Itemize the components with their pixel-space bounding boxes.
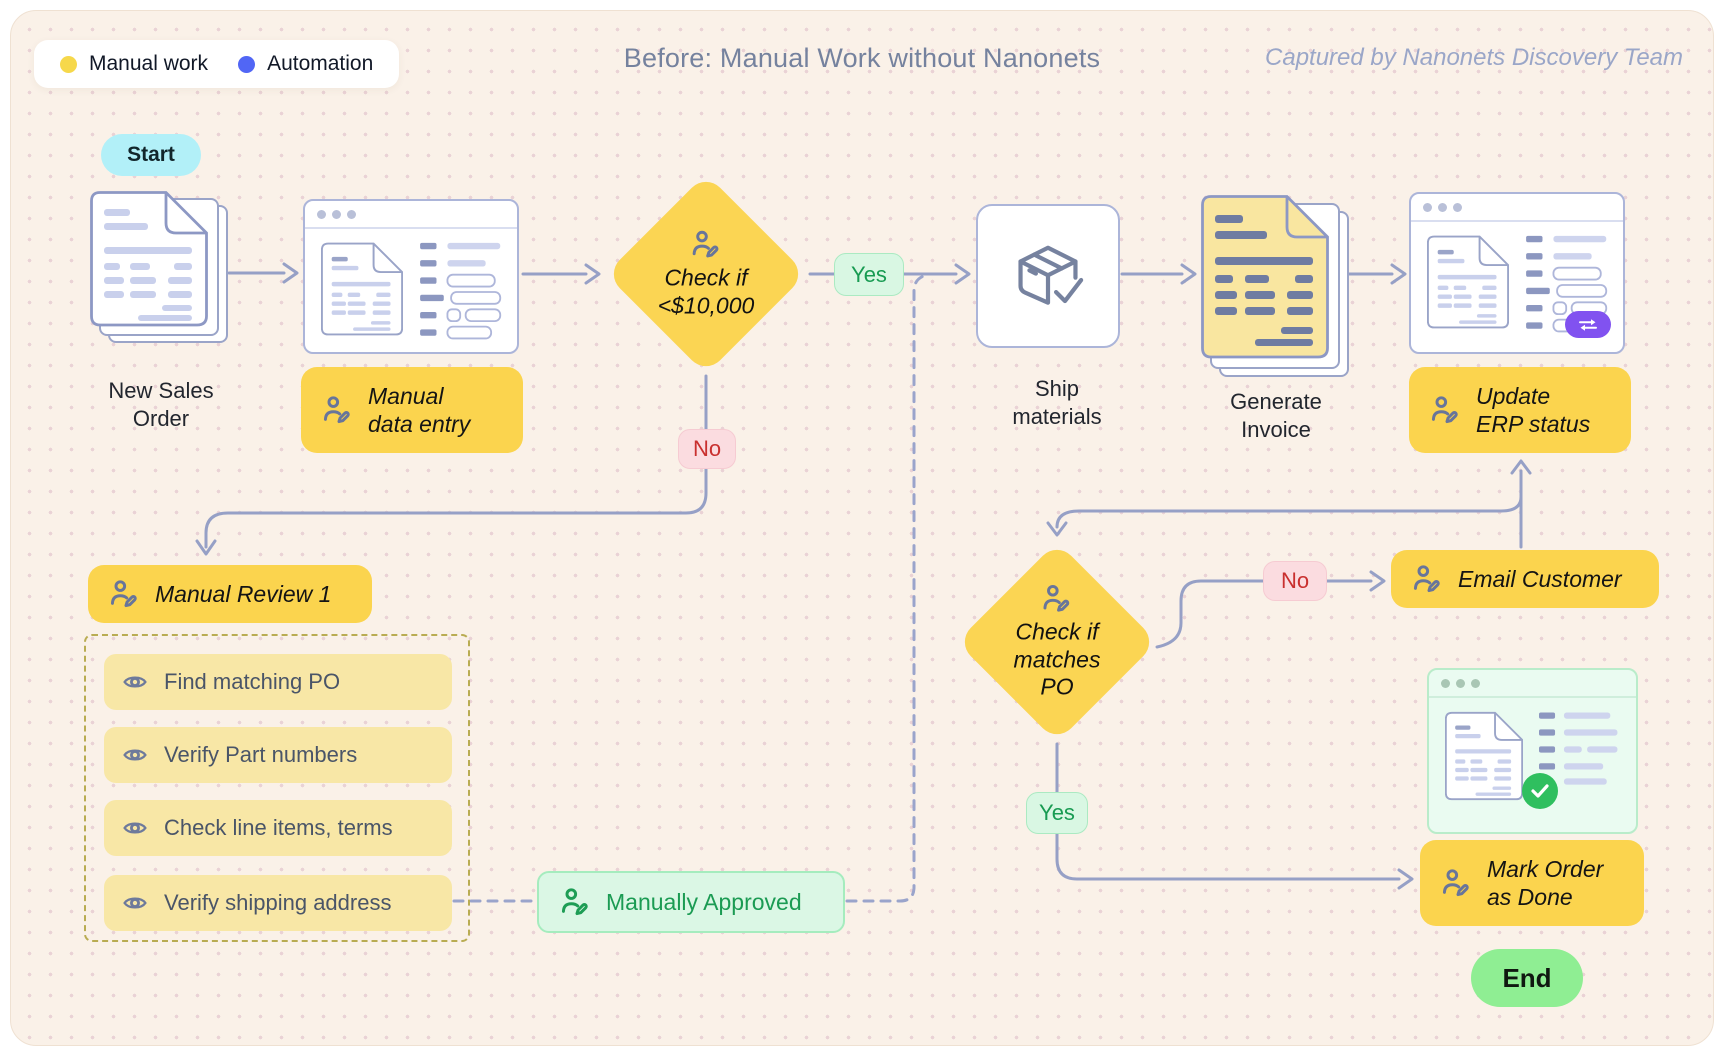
eye-icon [122,815,148,841]
no-badge-2: No [1263,561,1327,601]
dashed-connector [452,273,929,903]
page-caption: Captured by Nanonets Discovery Team [1265,44,1683,71]
automation-dot-icon [238,55,256,73]
manually-approved-node: Manually Approved [537,871,845,933]
person-edit-icon [690,228,722,260]
document-preview-icon [1445,710,1523,802]
check-amount-label: Check if <$10,000 [657,264,755,318]
form-fields-icon [1539,712,1618,785]
checklist-item-label: Check line items, terms [164,815,393,840]
window-controls [1411,194,1623,222]
end-badge: End [1471,949,1583,1007]
document-preview-icon [1427,234,1509,330]
generate-invoice-label: Generate Invoice [1230,389,1322,442]
legend: Manual work Automation [34,40,400,88]
legend-automation: Automation [238,52,373,76]
invoice-document-icon [1201,195,1329,359]
window-controls [305,201,517,229]
person-edit-icon [108,578,140,610]
email-customer-node: Email Customer [1391,550,1659,608]
manual-review-node: Manual Review 1 [88,565,372,623]
data-entry-app-window [303,199,519,354]
new-sales-order-label: New Sales Order [108,378,214,431]
erp-app-window [1409,192,1625,354]
new-sales-order-icon [90,191,230,363]
email-customer-label: Email Customer [1458,565,1622,592]
diagram-background: Manual work Automation Before: Manual Wo… [10,10,1714,1046]
manually-approved-label: Manually Approved [606,888,802,915]
eye-icon [122,742,148,768]
mark-order-done-label: Mark Order as Done [1487,855,1604,910]
person-edit-icon [1440,867,1472,899]
person-edit-icon [321,394,353,426]
checklist-item-label: Verify shipping address [164,890,392,915]
person-edit-icon [1041,583,1073,615]
checklist-item: Find matching PO [104,654,452,710]
ship-materials-label: Ship materials [1012,376,1102,429]
eye-icon [122,890,148,916]
manual-review-label: Manual Review 1 [155,580,332,607]
form-fields-icon [419,241,505,343]
document-preview-icon [321,241,403,337]
no-badge-1: No [678,429,736,469]
person-edit-icon [559,886,591,918]
swap-arrows-icon [1579,318,1597,331]
eye-icon [122,669,148,695]
yes-badge-2: Yes [1026,792,1088,834]
order-done-window [1427,668,1638,834]
legend-manual-work: Manual work [60,52,208,76]
manual-data-entry-label: Manual data entry [368,382,471,437]
package-icon [1006,234,1090,318]
check-amount-decision: Check if <$10,000 [657,228,755,319]
person-edit-icon [1411,563,1443,595]
mark-order-done-node: Mark Order as Done [1420,840,1644,926]
check-circle-icon [1522,773,1558,809]
yes-badge-1: Yes [834,253,904,296]
sync-badge [1565,311,1611,338]
start-badge: Start [101,134,201,176]
checklist-item-label: Verify Part numbers [164,742,358,767]
update-erp-status-node: Update ERP status [1409,367,1631,453]
legend-automation-label: Automation [267,52,374,75]
checklist-item: Verify Part numbers [104,727,452,783]
checklist-item-label: Find matching PO [164,669,341,694]
manual-work-dot-icon [60,55,77,73]
document-icon [90,191,208,327]
update-erp-status-label: Update ERP status [1476,382,1591,437]
generate-invoice-icon [1201,195,1351,377]
legend-manual-label: Manual work [89,52,209,75]
review-checklist-group: Find matching PO Verify Part numbers Che… [84,634,470,942]
checklist-item: Verify shipping address [104,875,452,931]
check-po-label: Check if matches PO [1013,618,1101,700]
ship-materials-node [976,204,1120,348]
page-title: Before: Manual Work without Nanonets [623,43,1101,73]
checklist-item: Check line items, terms [104,800,452,856]
person-edit-icon [1429,394,1461,426]
check-po-decision: Check if matches PO [1013,583,1101,702]
window-controls [1429,670,1636,698]
manual-data-entry-node: Manual data entry [301,367,523,453]
